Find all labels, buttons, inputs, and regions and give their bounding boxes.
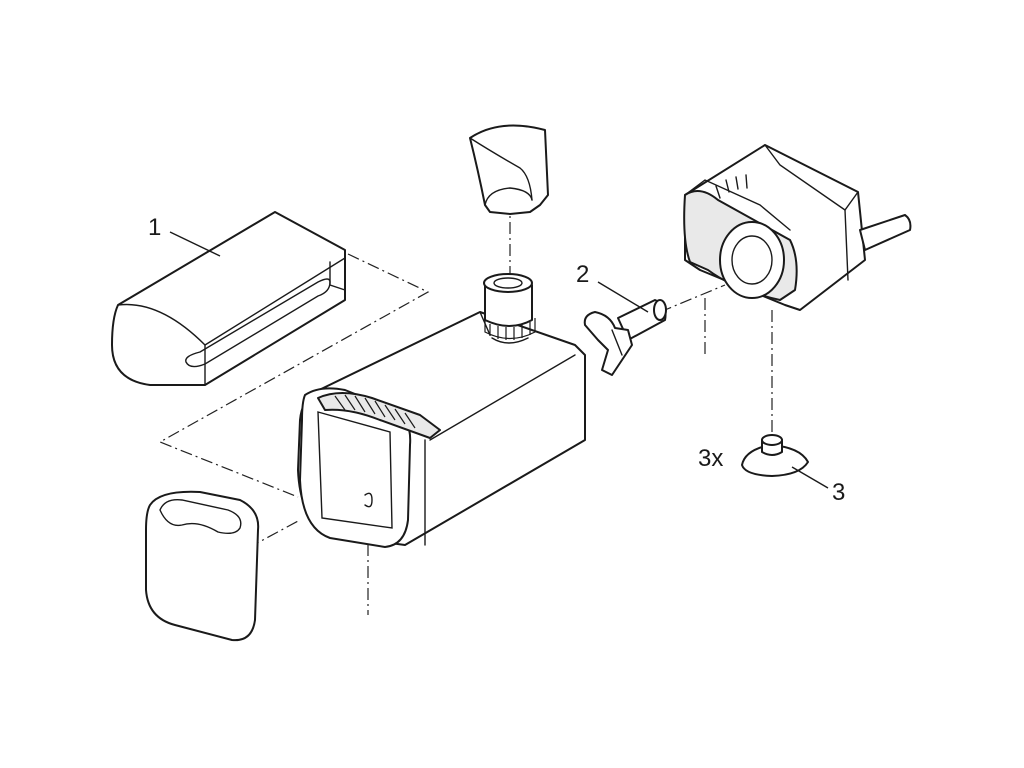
- pump-housing-icon: [297, 311, 586, 548]
- callout-1: 1: [148, 214, 161, 241]
- front-cover-icon: [145, 490, 260, 642]
- outlet-cap-icon: [469, 124, 549, 215]
- outlet-nozzle-icon: [483, 273, 536, 344]
- callout-3: 3: [832, 479, 845, 506]
- suction-cup-icon: [741, 434, 809, 477]
- motor-unit-icon: [683, 144, 912, 311]
- callout-2: 2: [576, 261, 589, 288]
- filter-sponge-icon: [111, 211, 346, 386]
- leader-lines: [169, 231, 829, 489]
- impeller-icon: [583, 299, 667, 376]
- callout-3x: 3x: [698, 445, 723, 472]
